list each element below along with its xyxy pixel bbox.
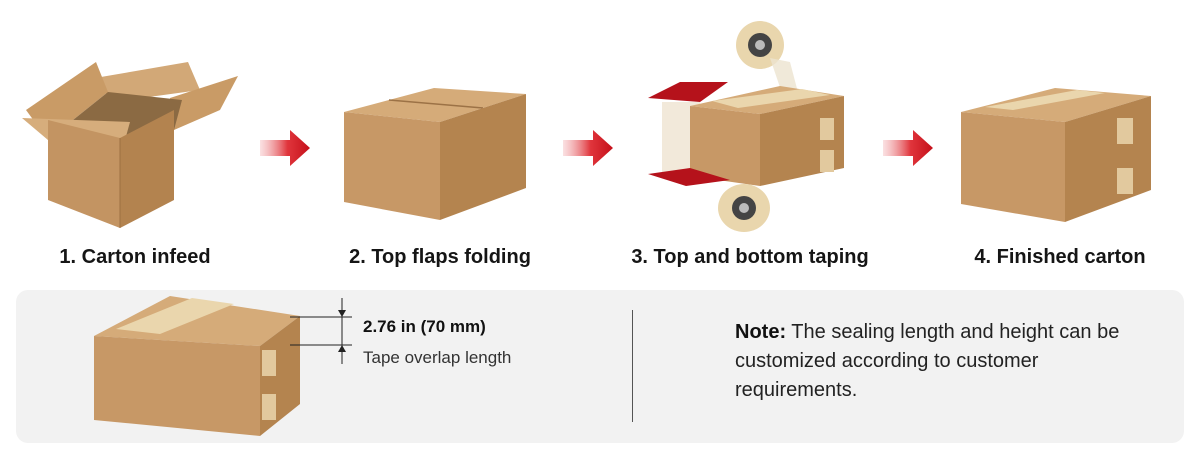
overlap-dimension-caption: Tape overlap length — [363, 348, 512, 367]
overlap-dimension-value: 2.76 in (70 mm) — [363, 317, 486, 336]
flow-arrow-1 — [260, 128, 310, 168]
arrow-right-icon — [883, 130, 933, 166]
folded-carton-icon — [344, 88, 526, 220]
step-1-label: 1. Carton infeed — [59, 246, 211, 268]
step-2-label: 2. Top flaps folding — [349, 246, 531, 268]
step-1-figure — [20, 40, 250, 240]
step-2-figure — [330, 40, 540, 240]
note-body: The sealing length and height can be cus… — [735, 321, 1120, 401]
taped-carton-detail-icon — [94, 296, 352, 436]
flow-arrow-3 — [883, 128, 933, 168]
open-carton-icon — [22, 62, 238, 228]
note-text: Note: The sealing length and height can … — [735, 318, 1135, 405]
taped-carton-icon — [961, 88, 1151, 222]
taping-machine-icon — [648, 21, 844, 232]
overlap-figure — [90, 290, 360, 440]
note-heading: Note: — [735, 321, 787, 343]
panel-divider — [632, 310, 633, 422]
step-3-figure — [640, 10, 870, 250]
step-4-figure — [955, 40, 1165, 240]
flow-arrow-2 — [563, 128, 613, 168]
arrow-right-icon — [563, 130, 613, 166]
step-3-label: 3. Top and bottom taping — [631, 246, 869, 268]
arrow-right-icon — [260, 130, 310, 166]
step-4-label: 4. Finished carton — [974, 246, 1146, 268]
